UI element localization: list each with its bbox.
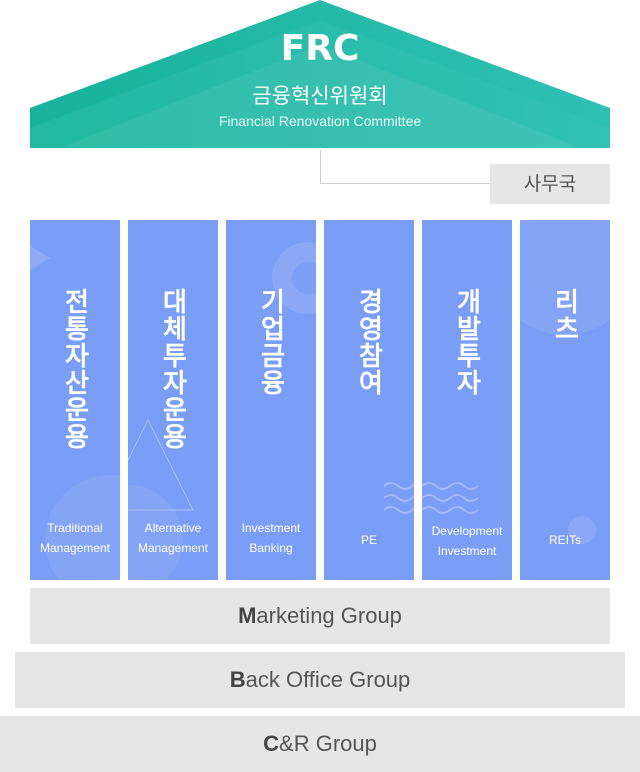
group-name: ack Office Group xyxy=(245,667,411,692)
secretariat-box: 사무국 xyxy=(490,164,610,204)
pillar-label-english-2: Investment xyxy=(437,544,497,558)
pillar-label-korean: 대체투자운용 xyxy=(157,288,188,450)
roof-title-english: Financial Renovation Committee xyxy=(218,113,422,129)
pillar-investment-banking: 기업금융 Investment Banking xyxy=(226,220,316,580)
pillar-label-english-1: Development xyxy=(431,524,503,538)
group-initial: M xyxy=(238,603,257,628)
pillar-label-korean: 리츠 xyxy=(549,288,580,342)
pillar-label-korean: 전통자산운용 xyxy=(59,288,90,450)
pillar-label-english-2: Banking xyxy=(249,541,293,555)
pillar-decoration xyxy=(272,242,316,314)
pillar-label-english-1: Traditional xyxy=(47,521,103,535)
pillar-label-korean: 경영참여 xyxy=(353,288,384,396)
group-name: arketing Group xyxy=(256,603,402,628)
cr-group-band: C&R Group xyxy=(0,716,640,772)
roof-shape xyxy=(30,0,610,148)
pillar-label-english-1: Investment xyxy=(241,521,301,535)
pillar-label-korean: 개발투자 xyxy=(451,288,482,396)
pillar-reits: 리츠 REITs xyxy=(520,220,610,580)
pillar-alternative: 대체투자운용 Alternative Management xyxy=(128,220,218,580)
marketing-group-band: Marketing Group xyxy=(30,588,610,644)
pillar-development: 개발투자 Development Investment xyxy=(422,220,512,580)
pillar-label-english-1: REITs xyxy=(548,533,581,547)
pillar-decoration xyxy=(520,220,610,544)
group-initial: B xyxy=(229,667,246,692)
pillar-label-english-1: Alternative xyxy=(144,521,202,535)
roof-title: FRC xyxy=(280,28,360,69)
pillar-label-english-2: Management xyxy=(137,541,209,555)
pillar-label-english-2: Management xyxy=(39,541,111,555)
back-office-group-band: Back Office Group xyxy=(15,652,625,708)
secretariat-connector xyxy=(320,150,490,184)
pillar-decoration xyxy=(422,482,479,514)
roof-title-korean: 금융혁신위원회 xyxy=(252,84,388,108)
pillar-pe: 경영참여 PE xyxy=(324,220,414,580)
pillar-label-korean: 기업금융 xyxy=(255,288,286,396)
pillar-traditional: 전통자산운용 Traditional Management xyxy=(30,220,120,580)
pillar-label-english-1: PE xyxy=(360,533,377,547)
pillar-decoration xyxy=(30,246,120,580)
pillar-decoration xyxy=(128,418,194,580)
pillar-decoration xyxy=(383,482,414,514)
pillars-row: 전통자산운용 Traditional Management 대체투자운용 Alt… xyxy=(0,220,640,580)
group-initial: C xyxy=(263,731,280,756)
group-name: &R Group xyxy=(279,731,377,756)
